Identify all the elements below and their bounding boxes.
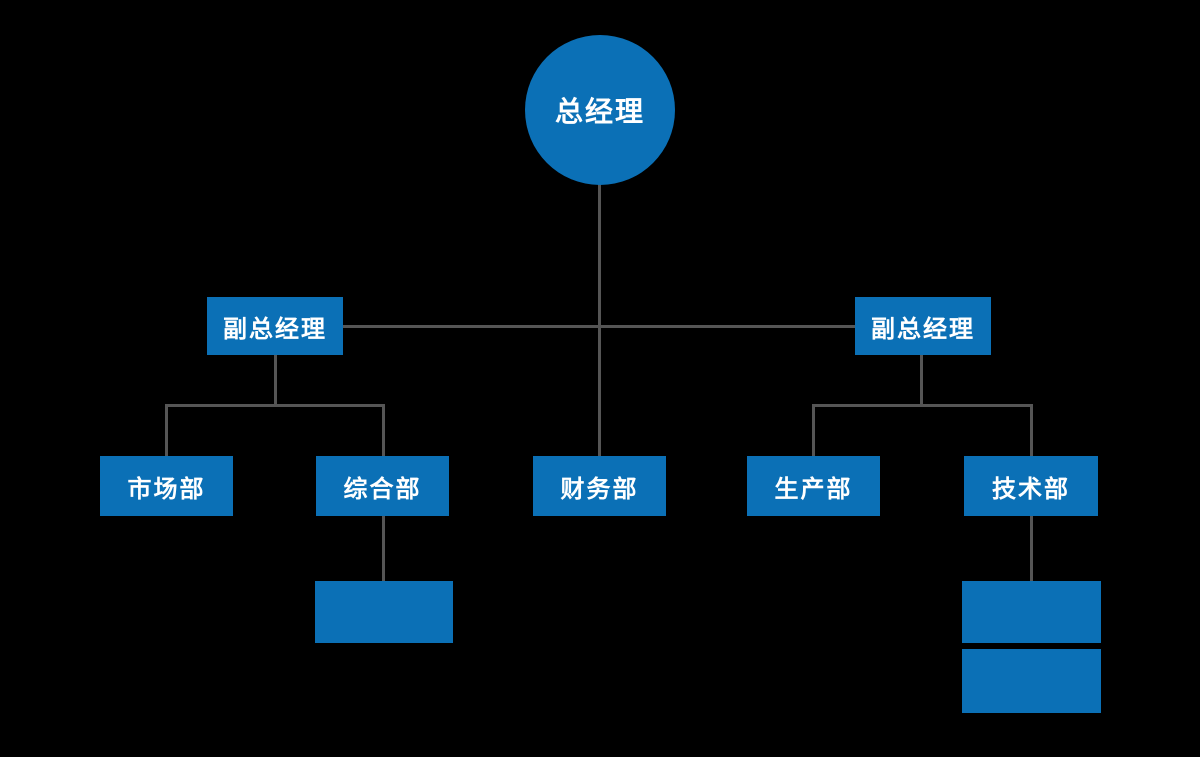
technology-dept-label: 技术部 [992, 475, 1070, 503]
production-dept-node[interactable]: 生产部 [747, 456, 880, 516]
connector-deputy-right-stem [920, 355, 923, 407]
connector-deputies-horizontal [343, 325, 855, 328]
marketing-dept-node[interactable]: 市场部 [100, 456, 233, 516]
finance-dept-label: 财务部 [560, 475, 639, 503]
general-manager-label: 总经理 [554, 96, 645, 127]
placeholder-node-under-technology-1[interactable] [962, 581, 1101, 643]
deputy-gm-right-node[interactable]: 副总经理 [855, 297, 991, 355]
placeholder-node-under-general-affairs[interactable] [315, 581, 453, 643]
general-affairs-dept-label: 综合部 [343, 475, 422, 503]
connector-deputy-left-stem [274, 355, 277, 407]
placeholder-node-under-technology-2[interactable] [962, 649, 1101, 713]
technology-dept-node[interactable]: 技术部 [964, 456, 1098, 516]
general-affairs-dept-node[interactable]: 综合部 [316, 456, 449, 516]
connector-root-to-finance [598, 110, 601, 456]
connector-to-marketing [165, 404, 168, 456]
deputy-gm-left-node[interactable]: 副总经理 [207, 297, 343, 355]
connector-right-branch-horizontal [812, 404, 1033, 407]
finance-dept-node[interactable]: 财务部 [533, 456, 666, 516]
connector-to-production [812, 404, 815, 456]
deputy-gm-left-label: 副总经理 [223, 315, 327, 343]
marketing-dept-label: 市场部 [127, 475, 206, 503]
deputy-gm-right-label: 副总经理 [871, 315, 975, 343]
production-dept-label: 生产部 [774, 475, 853, 503]
general-manager-node[interactable]: 总经理 [525, 35, 675, 185]
connector-left-branch-horizontal [165, 404, 385, 407]
